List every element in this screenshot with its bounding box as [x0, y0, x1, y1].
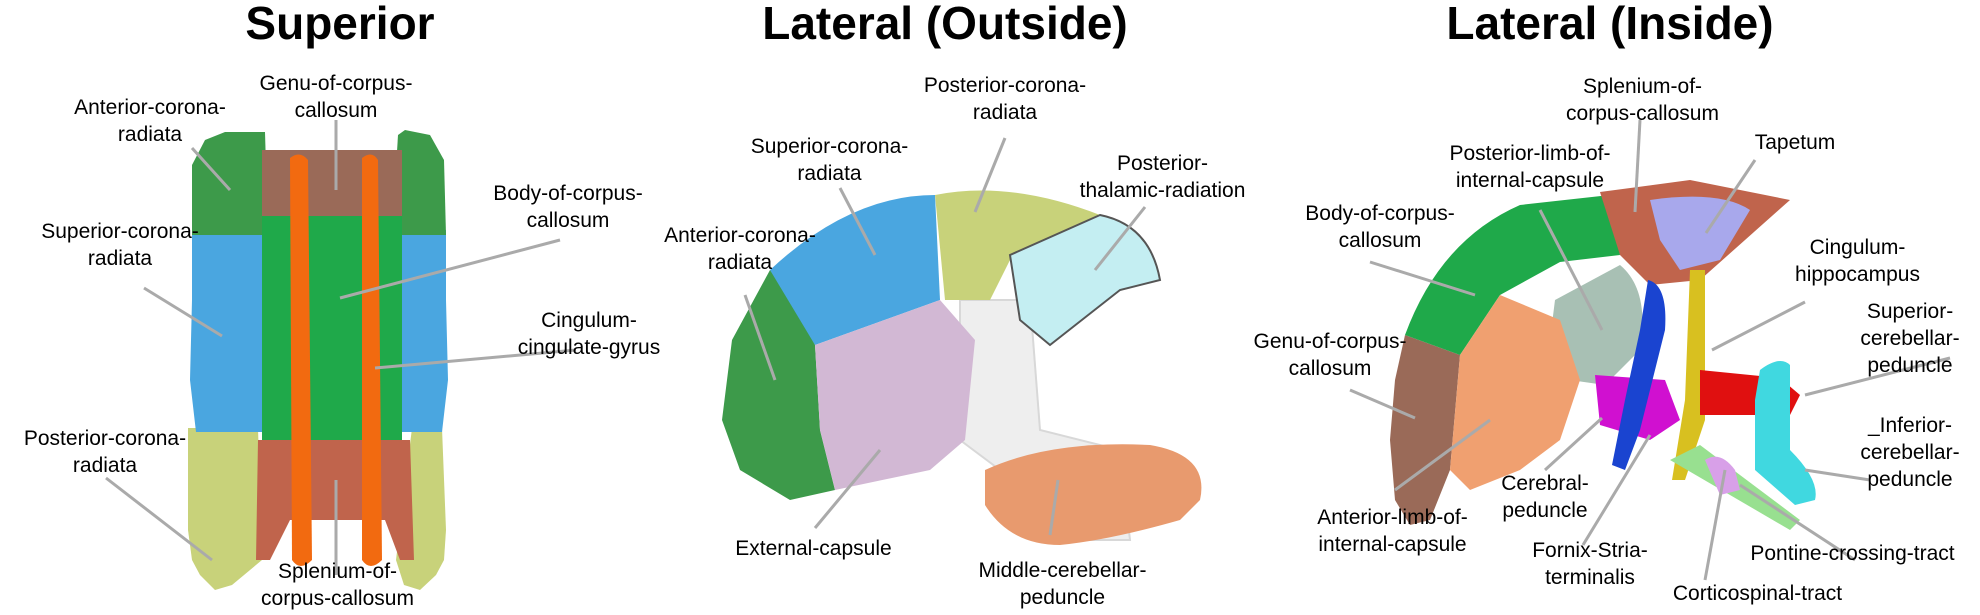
posterior-limb-of-internal-capsule-shape	[1550, 265, 1643, 385]
label-anterior-corona-radiata: Anterior-corona- radiata	[664, 224, 816, 274]
cingulum-hippocampus-shape	[1672, 270, 1705, 480]
superior-corona-radiata-shape-right	[395, 230, 448, 432]
leader-line	[743, 294, 777, 381]
label-superior-corona-radiata: Superior-corona- radiata	[750, 135, 909, 185]
lateral-outside-title: Lateral (Outside)	[762, 0, 1128, 49]
cingulum-cingulate-gyrus-shape	[290, 154, 312, 566]
label-superior-corona-radiata: Superior-corona- radiata	[41, 220, 199, 270]
leader-line	[1711, 300, 1806, 352]
leader-line	[143, 286, 223, 338]
posterior-corona-radiata-shape	[935, 190, 1100, 300]
leader-line	[1394, 418, 1491, 492]
anterior-corona-radiata-shape	[722, 270, 835, 500]
anterior-corona-radiata-shape-right	[392, 130, 446, 235]
label-fornix-stria-terminalis: Fornix-Stria- terminalis	[1532, 539, 1648, 589]
lateral-outside-view	[722, 190, 1202, 545]
superior-corona-radiata-shape	[770, 195, 940, 345]
label-posterior-corona-radiata: Posterior-corona- radiata	[923, 74, 1087, 124]
leader-line	[1538, 209, 1604, 331]
superior-title: Superior	[245, 0, 435, 49]
cingulum-cingulate-gyrus-shape-right	[362, 154, 382, 566]
leader-line	[1804, 356, 1951, 397]
inferior-cerebellar-peduncle-shape	[1755, 361, 1816, 505]
body-of-corpus-callosum-shape	[1405, 195, 1620, 355]
body-of-corpus-callosum-shape	[262, 216, 402, 446]
leader-lines	[105, 119, 1951, 581]
leader-line	[339, 238, 561, 300]
lateral-inside-title: Lateral (Inside)	[1446, 0, 1774, 49]
label-body-of-corpus-callosum: Body-of-corpus- callosum	[493, 182, 643, 232]
tapetum-shape	[1650, 196, 1750, 270]
superior-corona-radiata-shape	[190, 230, 262, 432]
leader-line	[105, 476, 213, 562]
posterior-corona-radiata-shape	[188, 428, 262, 590]
leader-line	[1349, 388, 1416, 420]
label-corticospinal-tract: Corticospinal-tract	[1672, 582, 1843, 605]
label-splenium-of-corpus-callosum: Splenium-of- corpus-callosum	[261, 560, 414, 610]
fornix-stria-terminalis-shape	[1612, 280, 1666, 470]
label-anterior-limb-of-internal-capsule: Anterior-limb-of- internal-capsule	[1317, 506, 1468, 556]
label-posterior-corona-radiata: Posterior-corona- radiata	[23, 427, 187, 477]
leader-line	[1581, 434, 1652, 546]
leader-line	[374, 348, 577, 370]
label-posterior-thalamic-radiation: Posterior- thalamic-radiation	[1079, 152, 1246, 202]
leader-line	[1704, 159, 1757, 234]
label-posterior-limb-of-internal-capsule: Posterior-limb-of- internal-capsule	[1449, 142, 1611, 192]
leader-line	[838, 187, 877, 256]
leader-line	[973, 137, 1007, 213]
label-splenium-of-corpus-callosum: Splenium-of- corpus-callosum	[1566, 75, 1719, 125]
anterior-corona-radiata-shape	[192, 132, 268, 235]
label-cerebral-peduncle: Cerebral- peduncle	[1501, 472, 1589, 522]
leader-line	[1739, 483, 1856, 562]
lateral-inside-view	[1390, 180, 1816, 530]
genu-of-corpus-callosum-shape	[1390, 335, 1460, 525]
leader-line	[1633, 119, 1642, 213]
leader-line	[1093, 206, 1147, 271]
middle-cerebellar-peduncle-shape	[985, 444, 1202, 545]
anterior-limb-of-internal-capsule-shape	[1450, 295, 1580, 490]
label-body-of-corpus-callosum: Body-of-corpus- callosum	[1305, 202, 1455, 252]
label-tapetum: Tapetum	[1754, 131, 1836, 154]
leader-line	[190, 146, 232, 192]
label-external-capsule: External-capsule	[735, 537, 892, 560]
label-pontine-crossing-tract: Pontine-crossing-tract	[1750, 542, 1955, 565]
label-cingulum-cingulate-gyrus: Cingulum- cingulate-gyrus	[517, 309, 661, 359]
leader-line	[1703, 469, 1727, 581]
label-anterior-corona-radiata: Anterior-corona- radiata	[74, 96, 226, 146]
label-cingulum-hippocampus: Cingulum- hippocampus	[1795, 236, 1920, 286]
label-inferior-cerebellar-peduncle: _Inferior- cerebellar- peduncle	[1860, 414, 1960, 491]
label-middle-cerebellar-peduncle: Middle-cerebellar- peduncle	[978, 559, 1147, 609]
external-capsule-shape	[815, 300, 975, 490]
leader-line	[813, 449, 882, 529]
leader-line	[1369, 260, 1476, 297]
leader-line	[1048, 479, 1060, 536]
genu-of-corpus-callosum-shape	[262, 150, 402, 218]
label-genu-of-corpus-callosum: Genu-of-corpus- callosum	[259, 72, 413, 122]
leader-line	[1543, 416, 1604, 472]
superior-view	[188, 130, 448, 590]
label-genu-of-corpus-callosum: Genu-of-corpus- callosum	[1253, 330, 1407, 380]
leader-line	[1804, 468, 1871, 482]
label-superior-cerebellar-peduncle: Superior- cerebellar- peduncle	[1860, 300, 1960, 377]
posterior-thalamic-radiation-shape	[1008, 213, 1162, 347]
